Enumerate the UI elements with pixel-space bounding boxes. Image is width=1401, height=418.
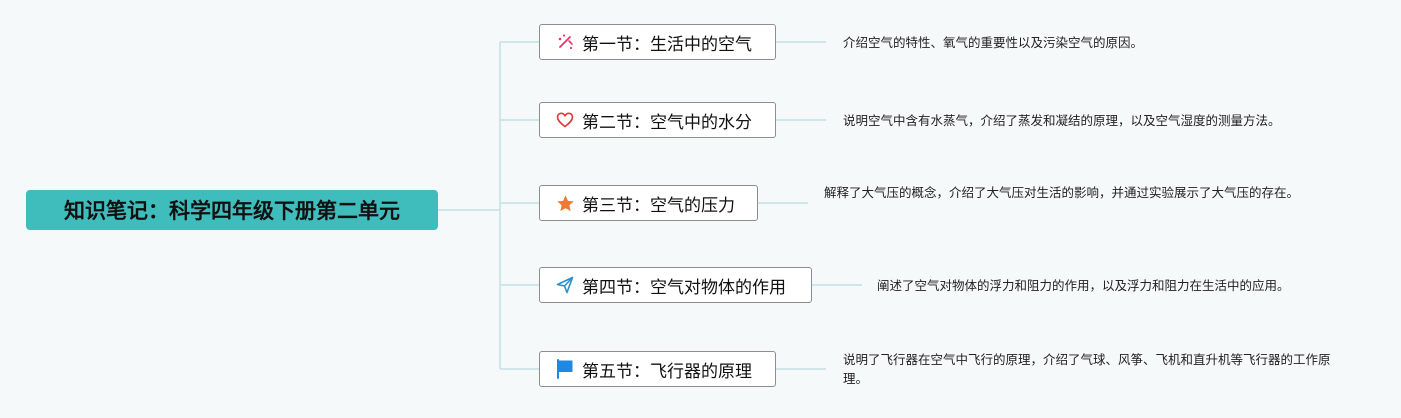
section-title-2: 第二节：空气中的水分 [582,112,752,133]
section-node-2[interactable]: 第二节：空气中的水分 [539,102,776,138]
section-desc-5: 说明了飞行器在空气中飞行的原理，介绍了气球、风筝、飞机和直升机等飞行器的工作原理… [843,352,1331,386]
section-node-4[interactable]: 第四节：空气对物体的作用 [539,267,812,303]
section-title-4: 第四节：空气对物体的作用 [582,277,786,298]
section-node-3[interactable]: 第三节：空气的压力 [539,185,758,221]
paper-plane-icon [555,275,575,295]
section-desc-2: 说明空气中含有水蒸气，介绍了蒸发和凝结的原理，以及空气湿度的测量方法。 [843,113,1281,128]
section-desc-1: 介绍空气的特性、氧气的重要性以及污染空气的原因。 [843,35,1144,50]
section-title-5: 第五节：飞行器的原理 [582,361,752,382]
section-desc-4: 阐述了空气对物体的浮力和阻力的作用，以及浮力和阻力在生活中的应用。 [877,278,1290,293]
root-title: 知识笔记：科学四年级下册第二单元 [64,199,400,223]
section-title-3: 第三节：空气的压力 [582,195,735,216]
flag-icon [555,359,575,379]
section-title-1: 第一节：生活中的空气 [582,34,752,55]
sparkle-icon [555,32,575,52]
heart-icon [555,110,575,130]
section-desc-3: 解释了大气压的概念，介绍了大气压对生活的影响，并通过实验展示了大气压的存在。 [824,185,1300,200]
star-icon [555,193,575,213]
section-node-1[interactable]: 第一节：生活中的空气 [539,24,776,60]
section-node-5[interactable]: 第五节：飞行器的原理 [539,351,776,387]
root-topic[interactable]: 知识笔记：科学四年级下册第二单元 [26,190,438,230]
